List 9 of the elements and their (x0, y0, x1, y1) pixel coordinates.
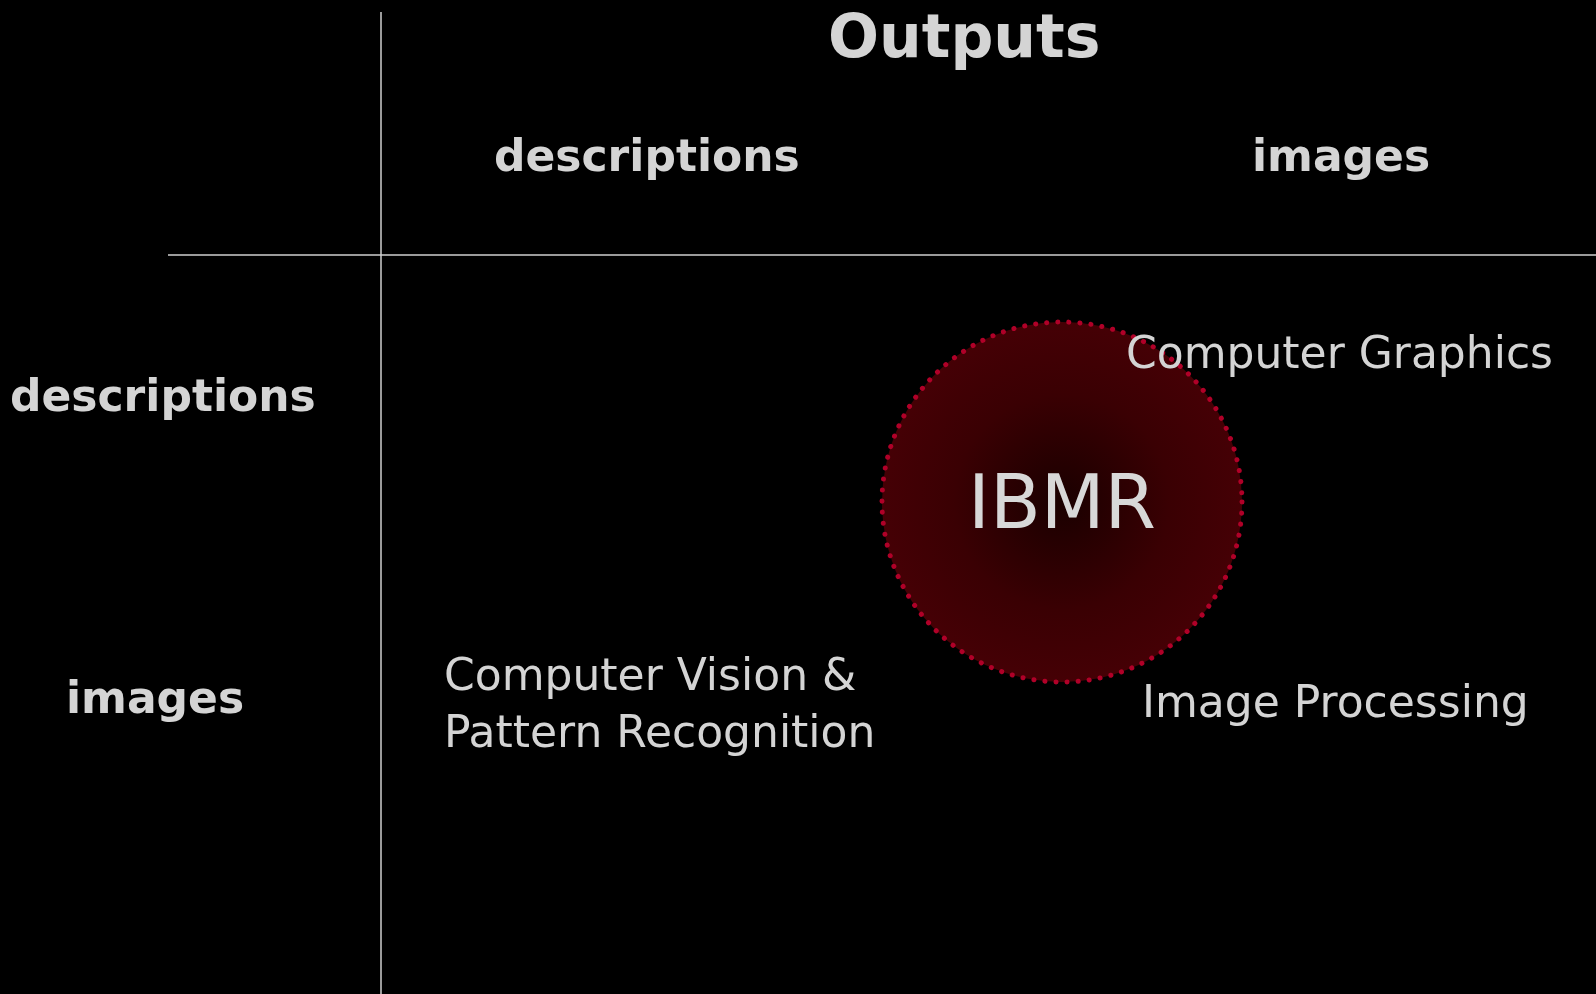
column-header: descriptions (494, 130, 800, 183)
field-label: Computer Graphics (1126, 327, 1554, 380)
node-label: IBMR (967, 458, 1157, 547)
field-label: Computer Vision & Pattern Recognition (444, 648, 877, 760)
row-header: descriptions (10, 370, 316, 423)
column-header: images (1252, 130, 1431, 183)
field-label: Image Processing (1142, 676, 1529, 729)
axis-title: Outputs (828, 0, 1101, 72)
row-header: images (66, 672, 245, 725)
